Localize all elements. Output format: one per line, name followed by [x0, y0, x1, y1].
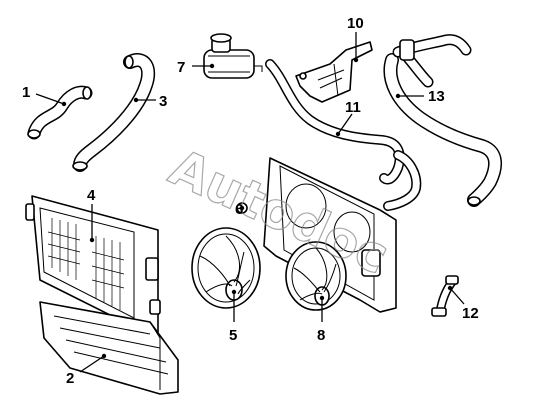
callout-11: 11 — [335, 99, 361, 137]
callout-6: 6 — [235, 201, 245, 218]
callout-1: 1 — [22, 84, 67, 107]
part-1-hose — [27, 85, 93, 140]
callout-label-4: 4 — [87, 187, 96, 204]
callout-label-12: 12 — [462, 305, 479, 322]
callout-12: 12 — [447, 285, 479, 322]
part-5-fan — [191, 227, 261, 309]
callout-3: 3 — [133, 93, 167, 110]
part-2-radiator-shroud — [39, 301, 179, 395]
part-3-hose — [72, 53, 156, 172]
callout-2: 2 — [66, 353, 107, 387]
part-10-bracket — [295, 41, 373, 103]
callout-label-1: 1 — [22, 84, 30, 101]
part-13-hose — [383, 34, 502, 207]
callout-label-11: 11 — [345, 99, 361, 116]
callout-8: 8 — [317, 295, 325, 344]
callout-7: 7 — [177, 59, 215, 76]
callout-label-10: 10 — [347, 15, 364, 32]
part-7-expansion-tank — [203, 33, 263, 79]
callout-label-3: 3 — [159, 93, 167, 110]
callout-5: 5 — [229, 289, 237, 344]
callout-4: 4 — [87, 187, 96, 243]
part-12-pipe-fitting — [431, 275, 459, 317]
callout-13: 13 — [395, 88, 445, 105]
callout-label-5: 5 — [229, 327, 237, 344]
part-11-hose — [265, 59, 422, 211]
part-4-radiator — [25, 195, 161, 333]
callout-label-8: 8 — [317, 327, 325, 344]
callout-label-13: 13 — [428, 88, 445, 105]
callout-10: 10 — [347, 15, 364, 63]
callout-label-2: 2 — [66, 370, 74, 387]
callout-label-7: 7 — [177, 59, 185, 76]
callout-label-6: 6 — [235, 201, 243, 218]
